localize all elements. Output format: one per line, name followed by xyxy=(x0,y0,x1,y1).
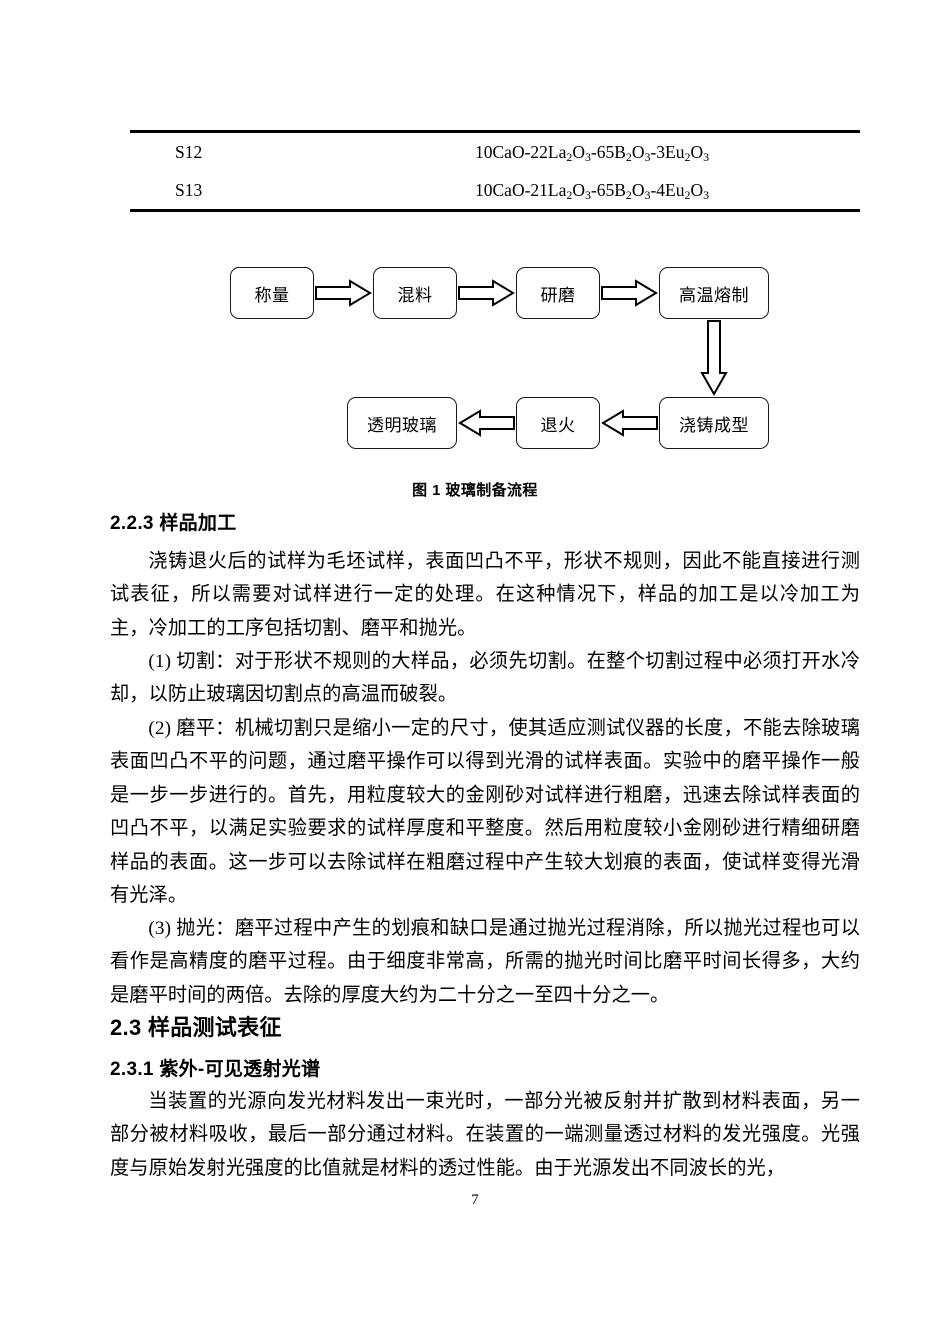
table-row: S12 10CaO-22La2O3-65B2O3-3Eu2O3 xyxy=(130,131,860,172)
flow-arrow-down-icon xyxy=(700,320,728,397)
flow-arrow-right-icon xyxy=(315,279,372,307)
glass-preparation-flowchart: 称量 混料 研磨 高温熔制 浇铸成型 退火 透明玻璃 xyxy=(0,250,950,475)
page-number: 7 xyxy=(471,1192,479,1208)
paragraph-cutting: (1) 切割：对于形状不规则的大样品，必须先切割。在整个切割过程中必须打开水冷却… xyxy=(110,651,860,706)
figure-caption: 图 1 玻璃制备流程 xyxy=(412,482,538,499)
paragraph-uv-vis-transmission: 当装置的光源向发光材料发出一束光时，一部分光被反射并扩散到材料表面，另一部分被材… xyxy=(110,1091,860,1179)
sample-id-cell: S13 xyxy=(175,179,203,200)
flow-node-weigh: 称量 xyxy=(230,267,314,319)
sample-id-cell: S12 xyxy=(175,141,203,162)
sample-composition-table: S12 10CaO-22La2O3-65B2O3-3Eu2O3 S13 10Ca… xyxy=(130,130,860,212)
heading-2-3-1: 2.3.1 紫外-可见透射光谱 xyxy=(110,1059,321,1080)
flow-node-anneal: 退火 xyxy=(516,397,600,449)
flow-node-label: 研磨 xyxy=(540,285,576,305)
flow-node-label: 混料 xyxy=(397,285,433,305)
table-row: S13 10CaO-21La2O3-65B2O3-4Eu2O3 xyxy=(130,171,860,211)
flow-arrow-left-icon xyxy=(601,409,658,437)
heading-2-3: 2.3 样品测试表征 xyxy=(110,1015,282,1040)
flow-arrow-right-icon xyxy=(458,279,515,307)
flow-node-label: 高温熔制 xyxy=(679,285,749,305)
flow-node-label: 退火 xyxy=(540,415,576,435)
paragraph-grinding: (2) 磨平：机械切割只是缩小一定的尺寸，使其适应测试仪器的长度，不能去除玻璃表… xyxy=(110,718,860,907)
heading-2-2-3: 2.2.3 样品加工 xyxy=(110,513,237,534)
paragraph-polishing: (3) 抛光：磨平过程中产生的划痕和缺口是通过抛光过程消除，所以抛光过程也可以看… xyxy=(110,918,860,1006)
flow-node-label: 称量 xyxy=(254,285,290,305)
flow-node-mix: 混料 xyxy=(373,267,457,319)
formula-cell: 10CaO-21La2O3-65B2O3-4Eu2O3 xyxy=(475,179,710,202)
formula-cell: 10CaO-22La2O3-65B2O3-3Eu2O3 xyxy=(475,141,710,164)
flow-node-melt: 高温熔制 xyxy=(659,267,769,319)
flow-node-label: 浇铸成型 xyxy=(679,415,749,435)
flow-node-label: 透明玻璃 xyxy=(367,415,437,435)
flow-node-cast: 浇铸成型 xyxy=(659,397,769,449)
paragraph-sample-processing-intro: 浇铸退火后的试样为毛坯试样，表面凹凸不平，形状不规则，因此不能直接进行测试表征，… xyxy=(110,551,860,639)
flow-node-grind: 研磨 xyxy=(516,267,600,319)
flow-arrow-right-icon xyxy=(601,279,658,307)
flow-arrow-left-icon xyxy=(458,409,515,437)
flow-node-glass: 透明玻璃 xyxy=(347,397,457,449)
composition-table: S12 10CaO-22La2O3-65B2O3-3Eu2O3 S13 10Ca… xyxy=(130,130,860,212)
